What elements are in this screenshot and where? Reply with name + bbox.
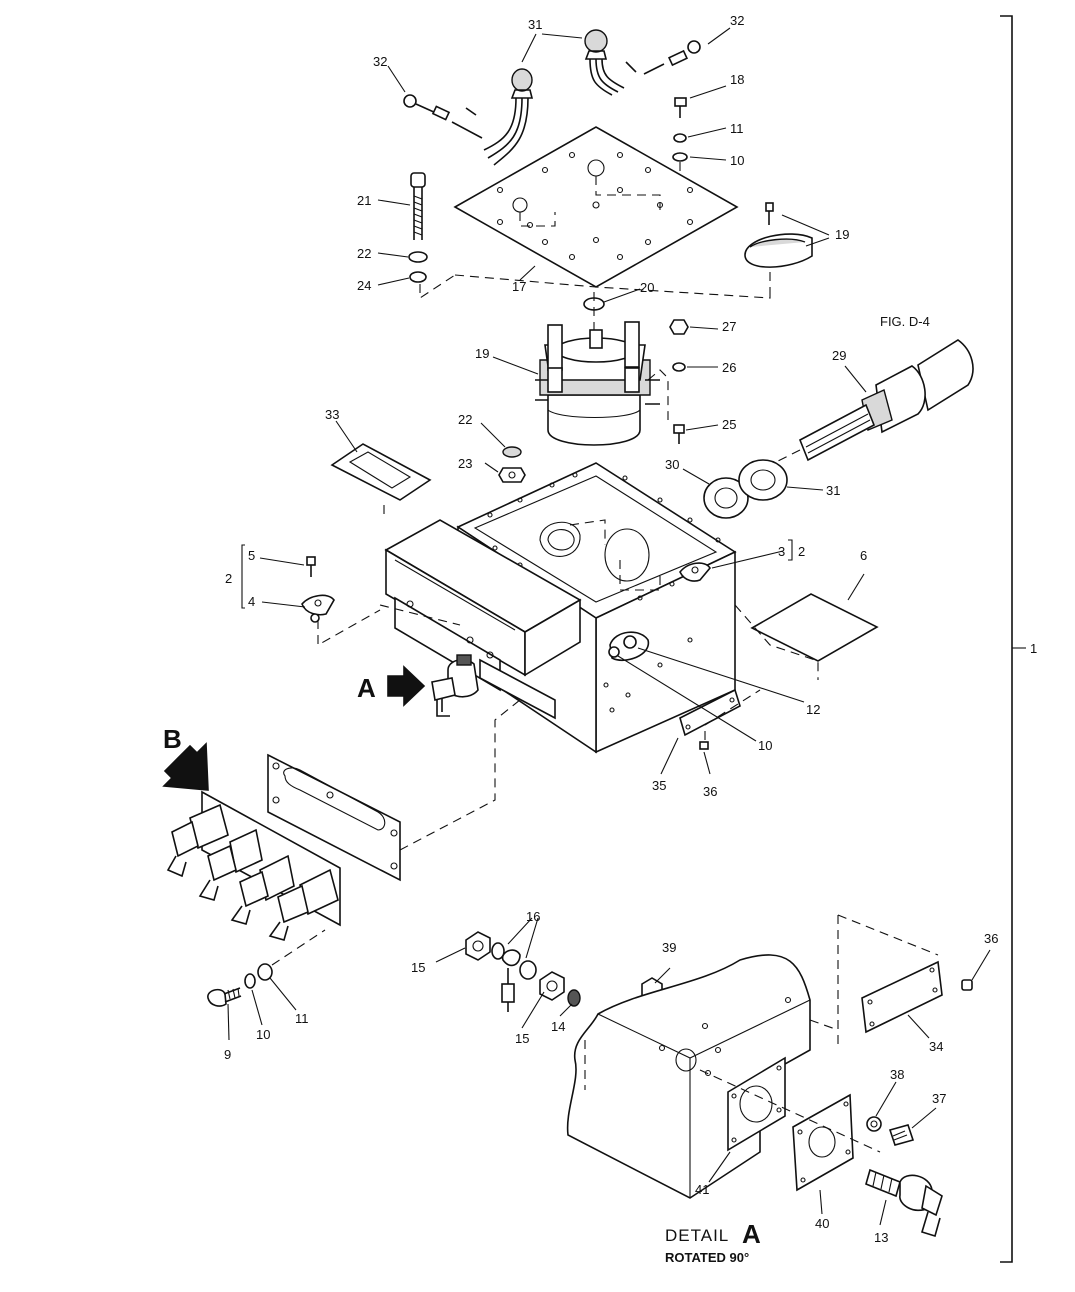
callout-36-bottom: 36	[984, 931, 998, 946]
callout-30: 30	[665, 457, 679, 472]
mounting-plate	[453, 126, 739, 288]
detail-word: DETAIL	[665, 1226, 729, 1245]
callout-5: 5	[248, 548, 255, 563]
callout-39: 39	[662, 940, 676, 955]
callout-32-left: 32	[373, 54, 387, 69]
callout-13: 13	[874, 1230, 888, 1245]
callout-19-left: 19	[475, 346, 489, 361]
callout-25: 25	[722, 417, 736, 432]
callout-40: 40	[815, 1216, 829, 1231]
callout-12: 12	[806, 702, 820, 717]
callout-15-right: 15	[515, 1031, 529, 1046]
callout-16: 16	[526, 909, 540, 924]
detail-a-screw	[866, 1116, 915, 1146]
callout-19-right: 19	[835, 227, 849, 242]
callout-31-top: 31	[528, 17, 542, 32]
grommet-left	[465, 68, 534, 166]
view-a-letter: A	[357, 673, 376, 703]
callout-36-mid: 36	[703, 784, 717, 799]
switch-fasteners-right	[669, 319, 689, 444]
callout-11-top: 11	[730, 121, 744, 136]
callout-4: 4	[248, 594, 255, 609]
callout-11-bottom: 11	[295, 1011, 309, 1026]
assembly-bracket	[1000, 15, 1026, 1263]
clip-right	[679, 562, 711, 582]
rotary-switch	[535, 321, 669, 446]
view-a-arrow	[387, 665, 426, 707]
callout-26: 26	[722, 360, 736, 375]
callout-27: 27	[722, 319, 736, 334]
detail-a-hardware	[465, 931, 663, 1012]
detail-a-connector	[865, 1168, 943, 1238]
callout-37: 37	[932, 1091, 946, 1106]
callout-22-mid: 22	[458, 412, 472, 427]
panel-connectors	[166, 803, 339, 941]
callout-1: 1	[1030, 641, 1037, 656]
callout-3: 3	[778, 544, 785, 559]
long-bolt-assembly	[408, 172, 771, 300]
view-arrows	[162, 665, 426, 791]
callout-2-left: 2	[225, 571, 232, 586]
clip-left	[301, 556, 381, 646]
callout-38: 38	[890, 1067, 904, 1082]
callout-20: 20	[640, 280, 654, 295]
callout-10-mid: 10	[758, 738, 772, 753]
callout-34: 34	[929, 1039, 943, 1054]
grommet-right	[584, 29, 665, 96]
view-b-arrow	[162, 742, 209, 791]
seal-rings	[703, 459, 788, 519]
callout-33: 33	[325, 407, 339, 422]
callout-6: 6	[860, 548, 867, 563]
callout-32-right: 32	[730, 13, 744, 28]
detail-letter: A	[742, 1219, 761, 1249]
switch-fasteners-bottom	[498, 446, 526, 483]
callout-29: 29	[832, 348, 846, 363]
callout-10-top: 10	[730, 153, 744, 168]
fig-reference: FIG. D-4	[880, 314, 930, 329]
flange-40	[699, 1069, 881, 1192]
panel-fasteners	[207, 929, 326, 1007]
cover-plate-6	[750, 593, 879, 662]
label-plate	[330, 443, 432, 520]
callout-2-right: 2	[798, 544, 805, 559]
view-labels: A B DETAIL A ROTATED 90°	[163, 673, 761, 1265]
small-plate-34	[809, 914, 973, 1050]
callout-9: 9	[224, 1047, 231, 1062]
ring-terminal-left	[403, 94, 483, 139]
callout-21: 21	[357, 193, 371, 208]
callout-31-right: 31	[826, 483, 840, 498]
callout-18: 18	[730, 72, 744, 87]
callout-41: 41	[695, 1182, 709, 1197]
gasket-41	[727, 1056, 786, 1152]
callout-22-left: 22	[357, 246, 371, 261]
callout-14: 14	[551, 1019, 565, 1034]
callout-labels: 31 32 32 18 11 10 21 22 24 17 20 19 FIG.…	[224, 13, 1037, 1245]
callout-23: 23	[458, 456, 472, 471]
callout-24: 24	[357, 278, 371, 293]
shaft-connector	[769, 339, 974, 466]
callout-15-left: 15	[411, 960, 425, 975]
callout-35: 35	[652, 778, 666, 793]
cap-block	[744, 202, 813, 290]
callout-10-bottom: 10	[256, 1027, 270, 1042]
callout-17: 17	[512, 279, 526, 294]
view-b-letter: B	[163, 724, 182, 754]
detail-rotated: ROTATED 90°	[665, 1250, 749, 1265]
leader-lines	[227, 27, 991, 1226]
ring-terminal-right	[667, 40, 701, 67]
connector-a	[431, 654, 479, 717]
top-wiring	[403, 29, 701, 166]
